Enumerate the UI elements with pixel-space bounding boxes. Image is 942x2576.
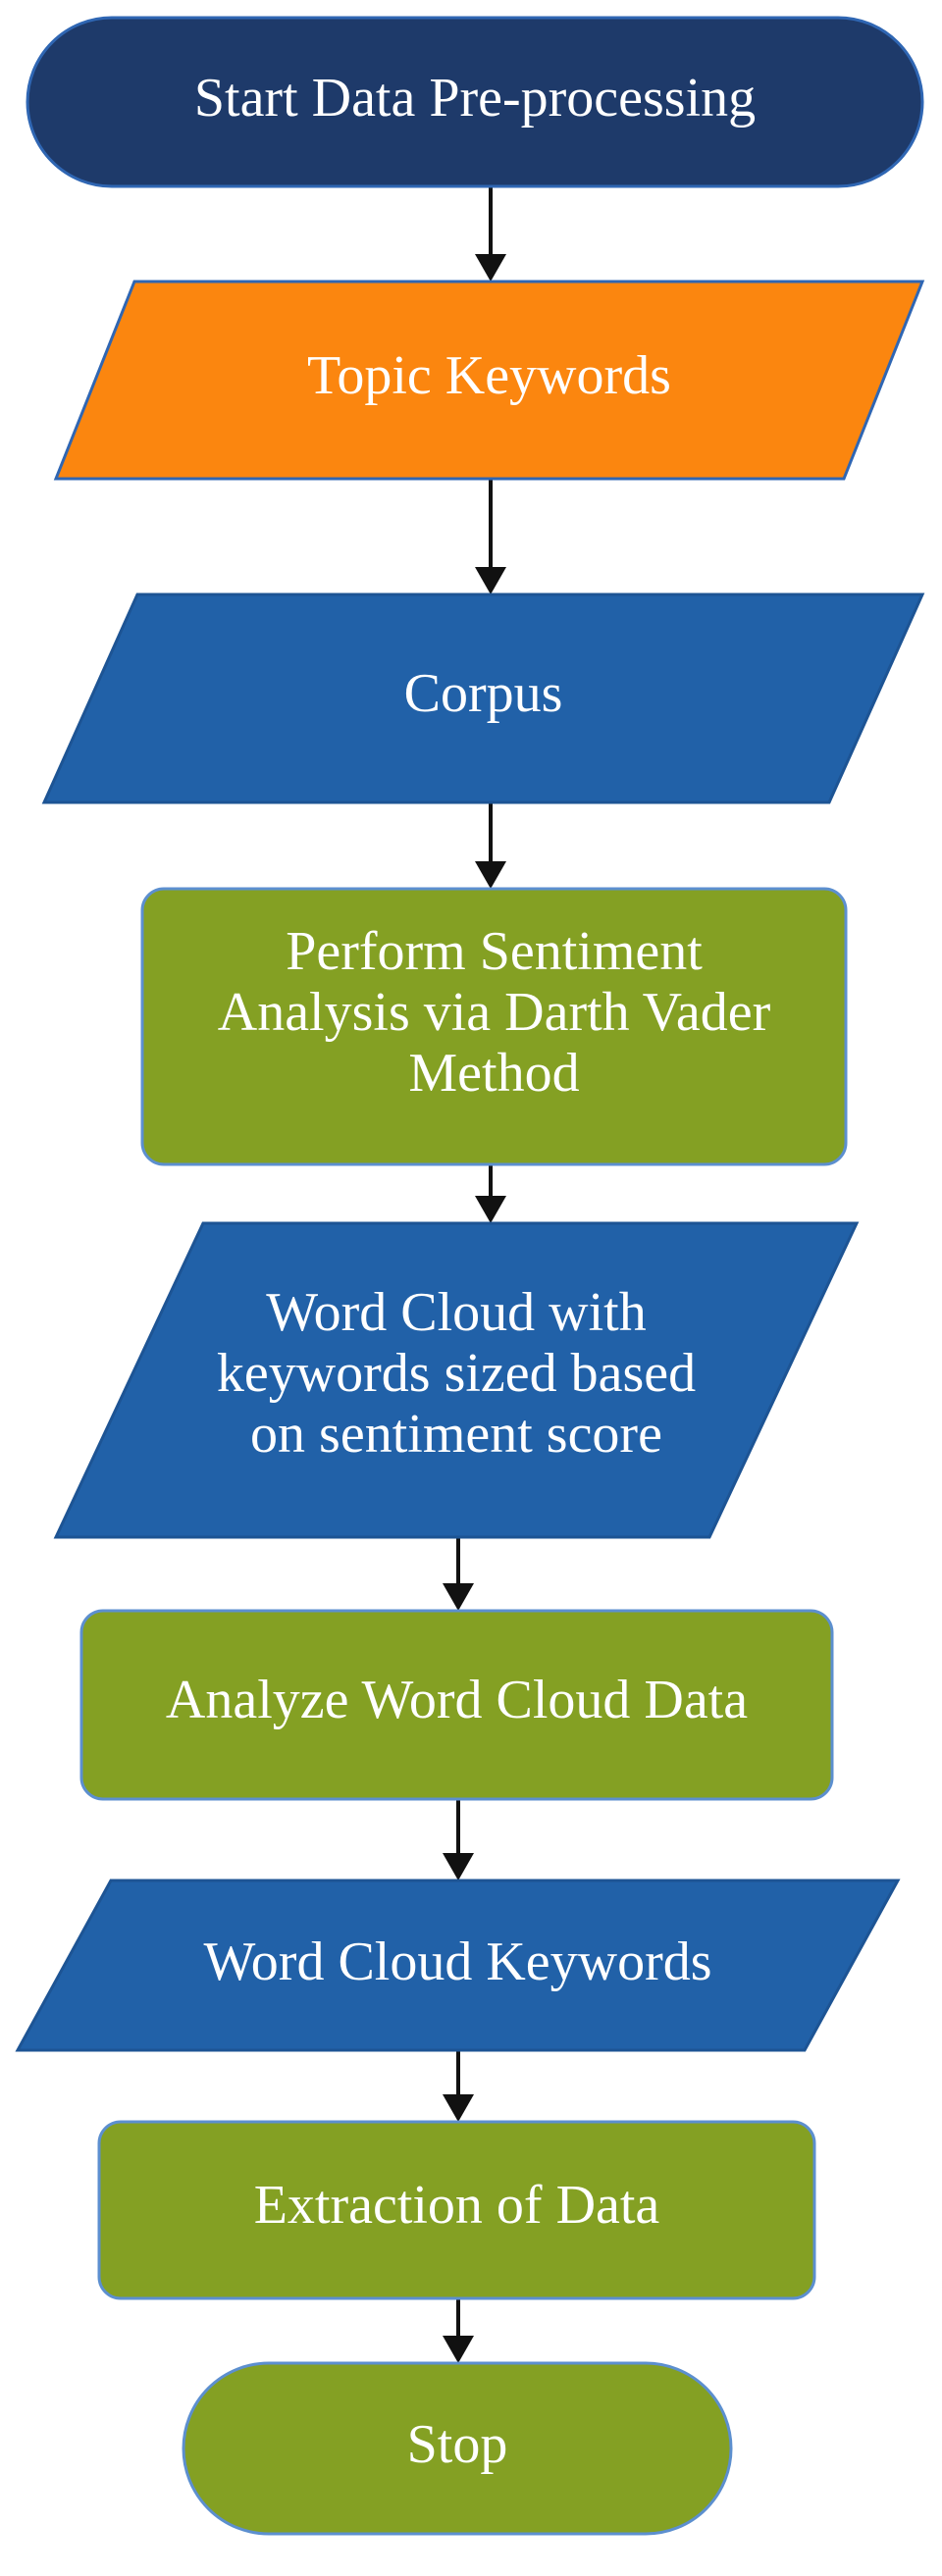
node-extraction: Extraction of Data	[97, 2120, 816, 2300]
node-label: Method	[408, 1043, 579, 1104]
arrow-corpus-to-sentiment-analysis	[475, 802, 506, 889]
node-label: Word Cloud with	[266, 1282, 647, 1343]
arrow-analyze-word-cloud-to-word-cloud-keywords	[443, 1799, 474, 1880]
arrowhead-icon	[475, 861, 506, 889]
node-word-cloud-keywords: Word Cloud Keywords	[15, 1879, 901, 2052]
node-topic-keywords: Topic Keywords	[53, 280, 925, 481]
arrow-sentiment-analysis-to-word-cloud	[475, 1164, 506, 1223]
arrow-topic-keywords-to-corpus	[475, 479, 506, 594]
node-corpus: Corpus	[41, 592, 925, 804]
node-label: on sentiment score	[250, 1404, 662, 1465]
node-label: Topic Keywords	[307, 345, 671, 406]
node-label: Extraction of Data	[254, 2175, 660, 2236]
arrowhead-icon	[443, 2094, 474, 2122]
arrow-word-cloud-keywords-to-extraction	[443, 2050, 474, 2122]
connector-layer	[443, 186, 506, 2363]
data-shape	[53, 1221, 860, 1539]
node-label: keywords sized based	[217, 1343, 696, 1404]
data-shape	[15, 1879, 901, 2052]
arrowhead-icon	[443, 1583, 474, 1611]
node-label: Start Data Pre-processing	[194, 68, 756, 129]
node-label: Perform Sentiment	[286, 921, 703, 982]
arrowhead-icon	[475, 1196, 506, 1223]
node-label: Corpus	[404, 663, 563, 724]
node-label: Analyze Word Cloud Data	[166, 1670, 748, 1730]
node-label: Stop	[407, 2414, 508, 2475]
terminator-shape	[182, 2361, 733, 2536]
node-label: Word Cloud Keywords	[203, 1932, 711, 1992]
arrowhead-icon	[443, 2336, 474, 2363]
arrow-extraction-to-stop	[443, 2298, 474, 2363]
node-analyze-word-cloud: Analyze Word Cloud Data	[79, 1609, 834, 1801]
process-shape	[140, 887, 848, 1166]
arrowhead-icon	[475, 567, 506, 594]
process-shape	[79, 1609, 834, 1801]
node-start: Start Data Pre-processing	[26, 16, 924, 188]
arrow-start-to-topic-keywords	[475, 186, 506, 282]
terminator-shape	[26, 16, 924, 188]
process-shape	[97, 2120, 816, 2300]
data-shape	[41, 592, 925, 804]
arrowhead-icon	[443, 1853, 474, 1880]
node-label: Analysis via Darth Vader	[218, 982, 771, 1043]
arrow-word-cloud-to-analyze-word-cloud	[443, 1537, 474, 1611]
arrowhead-icon	[475, 254, 506, 282]
data-shape	[53, 280, 925, 481]
node-stop: Stop	[182, 2361, 733, 2536]
